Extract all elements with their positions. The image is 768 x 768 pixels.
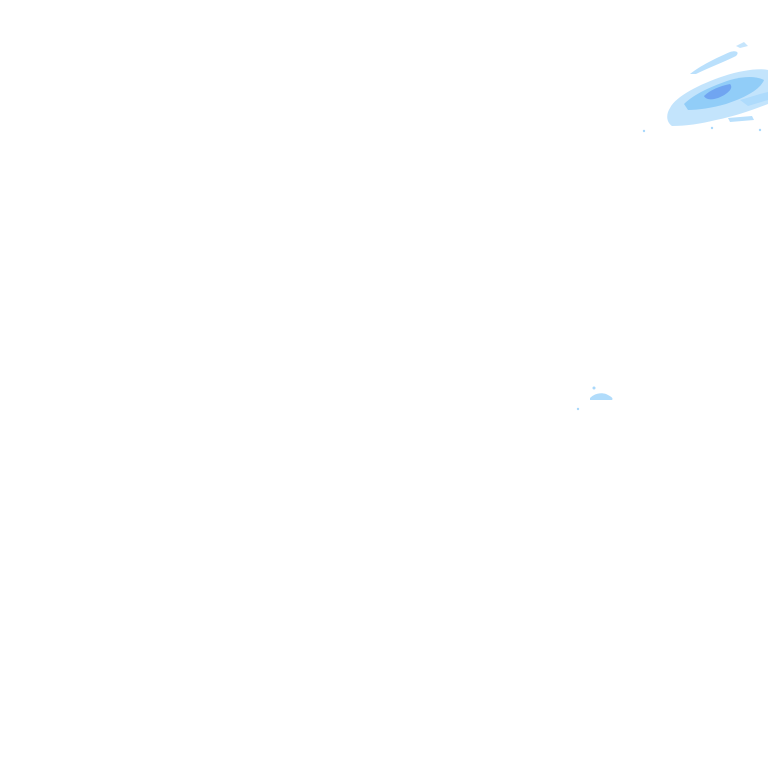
echo-speck bbox=[642, 129, 646, 133]
echo-cluster-central bbox=[576, 386, 613, 411]
echo-streak-right bbox=[740, 92, 768, 106]
echo-speck bbox=[710, 126, 714, 130]
echo-streak-top bbox=[736, 42, 748, 48]
echo-streak-upper bbox=[690, 51, 738, 74]
echo-heavy-core bbox=[704, 84, 732, 100]
echo-speck bbox=[576, 407, 580, 411]
echo-cluster-northeast bbox=[642, 42, 768, 133]
echo-speck bbox=[592, 386, 596, 390]
echo-small-cell bbox=[590, 393, 613, 400]
echo-streak-lower bbox=[728, 116, 754, 122]
echo-speck bbox=[758, 128, 762, 132]
